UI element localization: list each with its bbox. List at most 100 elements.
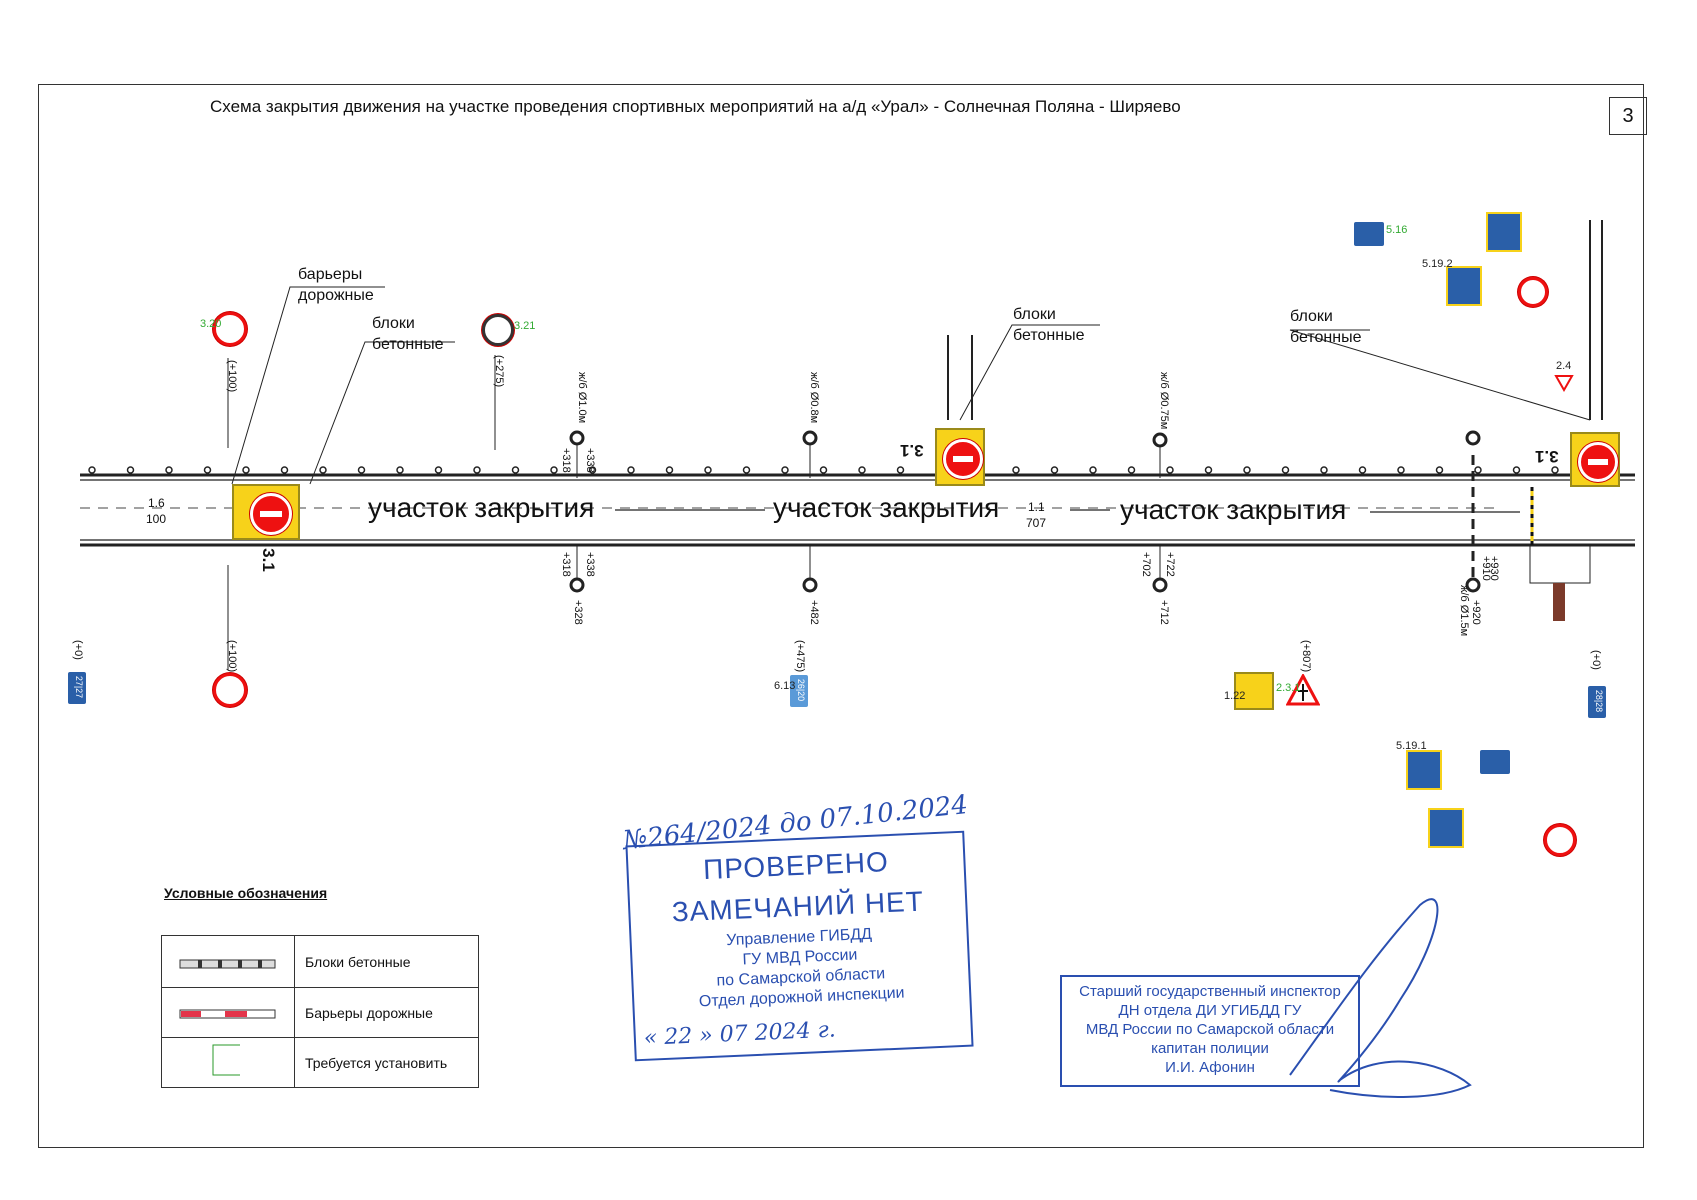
approval-stamp: ПРОВЕРЕНО ЗАМЕЧАНИЙ НЕТ Управление ГИБДД…: [625, 830, 974, 1062]
road-post: [896, 466, 905, 474]
km-post-left: 27|27: [68, 672, 86, 704]
pedestrian-crossing-icon: [1486, 212, 1522, 252]
road-post: [742, 466, 751, 474]
chainage-722: +722: [1164, 552, 1176, 577]
road-post: [1474, 466, 1482, 474]
road-post: [588, 466, 597, 474]
pipe-markers: [569, 430, 1481, 593]
chainage-920: +920: [1470, 600, 1482, 625]
road-post: [1512, 466, 1521, 474]
pipe-label-4: ж/б Ø1.5м: [1458, 585, 1470, 637]
sign-label-2-3-1: 2.3.1: [1276, 682, 1301, 694]
sign-label-2-4: 2.4: [1556, 360, 1572, 372]
sign-3-1-left-board: [232, 484, 300, 540]
road-post: [1127, 466, 1136, 474]
stamp-date: « 22 » 07 2024 г.: [643, 1017, 837, 1051]
road-post: [819, 466, 828, 474]
road-post: [203, 466, 212, 474]
road-post: [88, 466, 96, 474]
chainage-702: +702: [1140, 552, 1152, 577]
inspector-line-5: И.И. Афонин: [1165, 1059, 1255, 1076]
chainage-930: +930: [1488, 556, 1500, 581]
pedestrian-crossing-icon: [1428, 808, 1464, 848]
road-post: [434, 466, 443, 474]
inspector-line-4: капитан полиции: [1151, 1040, 1269, 1057]
road-post: [627, 466, 635, 474]
no-overtaking-icon: [1544, 824, 1576, 856]
road-post: [126, 466, 135, 474]
sign-label-3-1-mid: 3.1: [900, 441, 924, 460]
road-post: [1281, 466, 1290, 474]
no-entry-icon: [943, 439, 983, 479]
road-post: [550, 466, 558, 474]
page-number: 3: [1609, 97, 1647, 135]
drawing-frame: [38, 84, 1644, 1148]
sign-stems: [227, 220, 1603, 670]
marking-left-bottom: 100: [146, 512, 167, 526]
chainage-0-left: (+0): [72, 640, 84, 660]
road-post: [280, 466, 289, 474]
road-post: [1243, 466, 1251, 474]
no-overtaking-icon: [213, 312, 247, 346]
no-overtaking-icon: [213, 673, 247, 707]
no-entry-icon: [1578, 442, 1618, 482]
road-post: [1397, 466, 1405, 474]
road-post: [1166, 466, 1174, 474]
chainage-318-top: +318: [560, 448, 572, 473]
sign-3-1-right-board: [1570, 432, 1620, 487]
side-road-junction-icon: [1286, 674, 1320, 706]
legend-row-install: Требуется установить: [294, 1037, 479, 1088]
pipe-label-2: ж/б Ø0.8м: [808, 372, 820, 424]
road-posts: [88, 466, 1598, 474]
no-overtaking-icon: [1518, 277, 1548, 307]
inspector-line-1: Старший государственный инспектор: [1079, 983, 1341, 1000]
road-post: [396, 466, 404, 474]
road-post: [473, 466, 481, 474]
barrier-post: [1553, 583, 1565, 621]
sign-label-1-22: 1.22: [1224, 690, 1246, 702]
callout-leaders: [231, 286, 1591, 485]
sign-label-3-20: 3.20: [200, 318, 222, 330]
stamp-line-1: ПРОВЕРЕНО: [702, 846, 890, 886]
road-post: [511, 466, 520, 474]
yield-icon: [1554, 375, 1574, 392]
km-post-mid: 26|20: [790, 675, 808, 707]
chainage-807: (+807): [1300, 640, 1312, 673]
sign-label-3-1-left: 3.1: [258, 548, 278, 572]
sign-label-5-16: 5.16: [1386, 224, 1408, 236]
road-post: [1089, 466, 1097, 474]
marking-mid-top: 1.1: [1028, 500, 1045, 514]
road-post: [1320, 466, 1328, 474]
inspector-line-3: МВД России по Самарской области: [1085, 1021, 1335, 1038]
pipe-label-1: ж/б Ø1.0м: [576, 372, 588, 424]
marking-mid-bottom: 707: [1026, 516, 1047, 530]
bus-stop-icon: [1354, 222, 1384, 246]
closure-label-2: участок закрытия: [773, 492, 1000, 523]
road-post: [1050, 466, 1059, 474]
bus-stop-icon: [1480, 750, 1510, 774]
chainage-100-bottom: (+100): [226, 640, 238, 673]
road-post: [781, 466, 789, 474]
chainage-338-top: +338: [584, 448, 596, 473]
chainage-482: +482: [808, 600, 820, 625]
chainage-712: +712: [1158, 600, 1170, 625]
legend-title: Условные обозначения: [164, 885, 328, 901]
road-post: [319, 466, 327, 474]
pedestrian-crossing-icon: [1446, 266, 1482, 306]
marking-left-top: 1.6: [148, 496, 165, 510]
closure-label-1: участок закрытия: [368, 492, 595, 523]
signature: [1289, 898, 1472, 1098]
chainage-275: (+275): [493, 355, 505, 388]
sign-label-5-19-1: 5.19.1: [1396, 740, 1427, 752]
closure-label-3: участок закрытия: [1120, 494, 1347, 525]
road-post: [665, 466, 674, 474]
road-post: [1358, 466, 1367, 474]
no-entry-icon: [250, 493, 292, 535]
road-post: [165, 466, 173, 474]
road-post: [1435, 466, 1444, 474]
road-post: [1012, 466, 1020, 474]
